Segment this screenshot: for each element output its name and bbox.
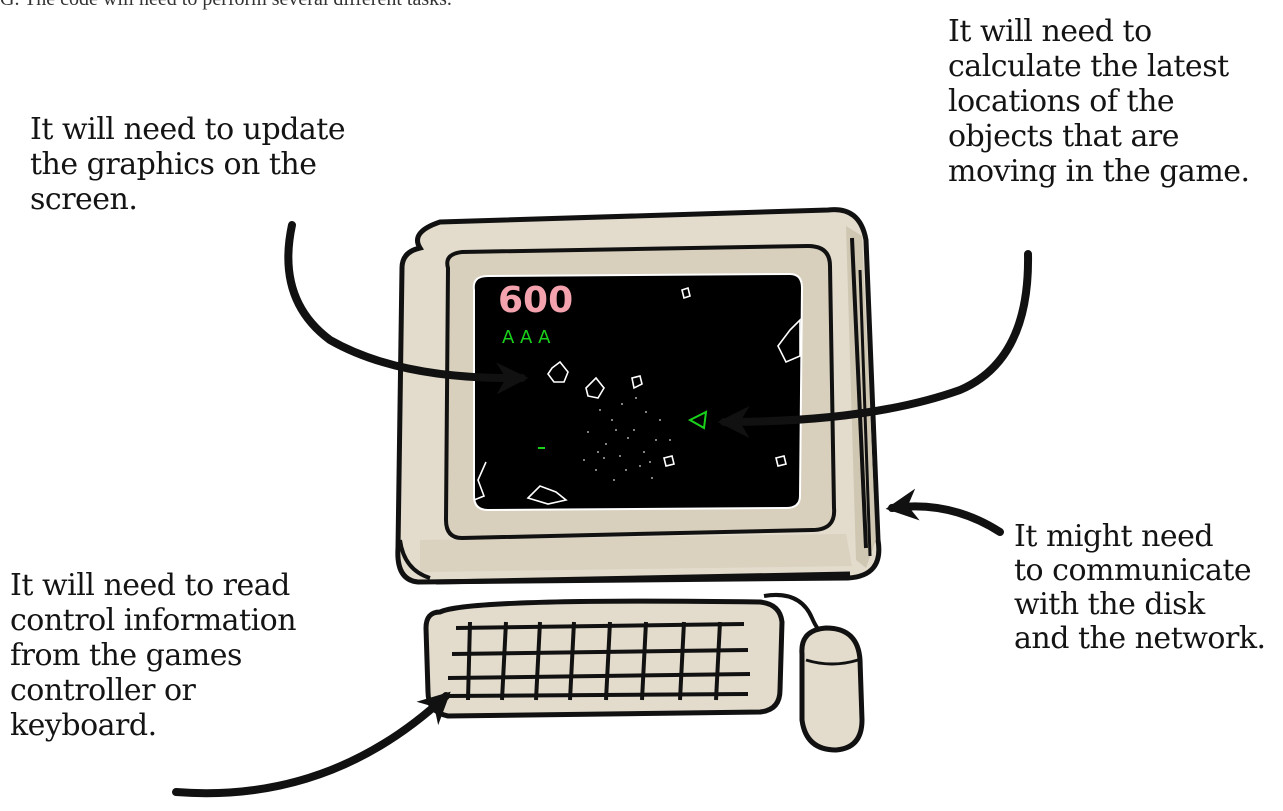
annotation-calculate-locations: It will need to calculate the latest loc… — [948, 14, 1250, 189]
annotation-disk-network: It might need to communicate with the di… — [1014, 520, 1266, 656]
annotation-line: objects that are — [948, 119, 1250, 154]
annotation-line: It might need — [1014, 520, 1266, 554]
annotation-update-graphics: It will need to update the graphics on t… — [30, 112, 345, 217]
lives-display: A A A — [502, 327, 551, 348]
annotation-line: the graphics on the — [30, 147, 345, 182]
score-display: 600 — [498, 280, 573, 321]
annotation-line: controller or — [10, 673, 296, 708]
annotation-line: from the games — [10, 638, 296, 673]
keyboard-icon — [426, 601, 782, 716]
annotation-line: It will need to update — [30, 112, 345, 147]
annotation-line: moving in the game. — [948, 154, 1250, 189]
game-screen: 600 A A A — [474, 274, 802, 510]
annotation-read-controls: It will need to read control information… — [10, 568, 296, 743]
annotation-line: control information — [10, 603, 296, 638]
annotation-line: to communicate — [1014, 554, 1266, 588]
annotation-line: screen. — [30, 182, 345, 217]
annotation-line: with the disk — [1014, 588, 1266, 622]
annotation-line: It will need to — [948, 14, 1250, 49]
annotation-line: and the network. — [1014, 622, 1266, 656]
annotation-line: calculate the latest — [948, 49, 1250, 84]
annotation-line: It will need to read — [10, 568, 296, 603]
annotation-line: locations of the — [948, 84, 1250, 119]
annotation-line: keyboard. — [10, 708, 296, 743]
arrow-to-disk — [892, 506, 1000, 532]
